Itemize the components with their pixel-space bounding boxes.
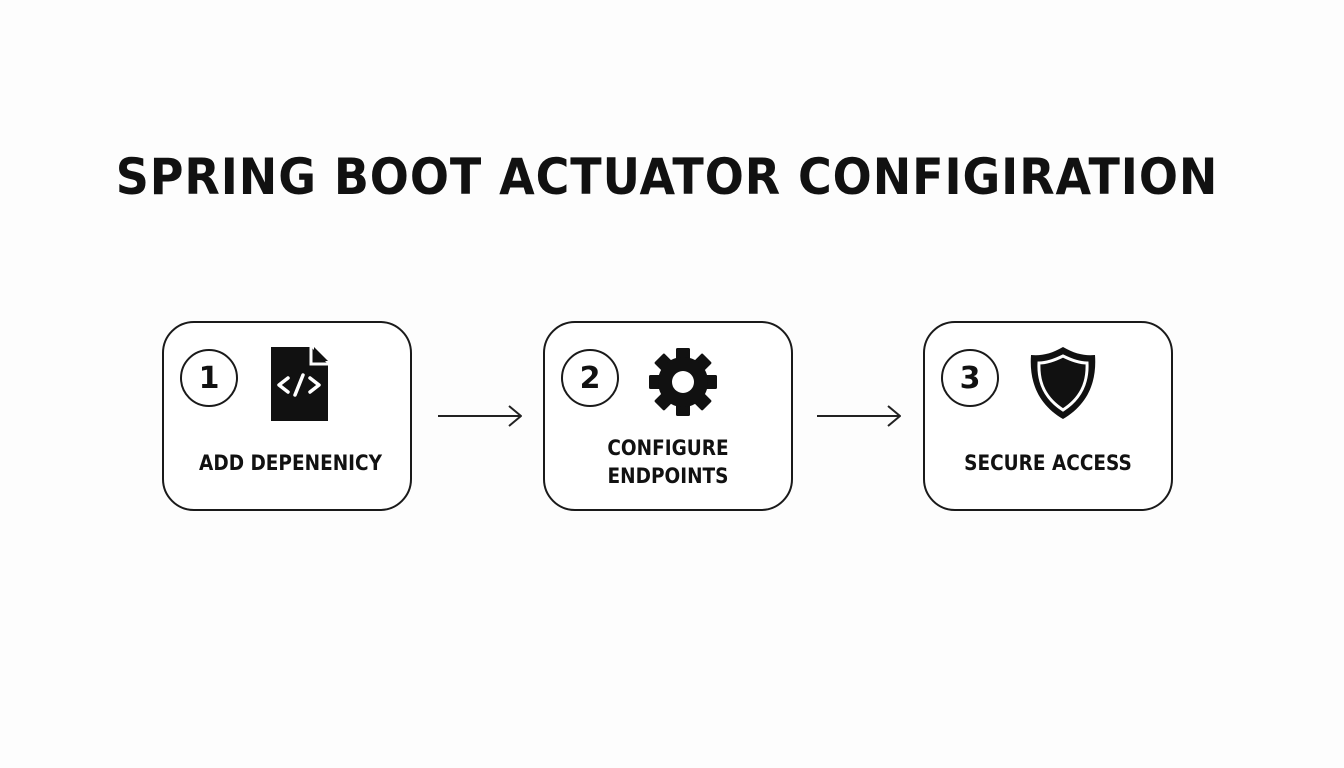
step-number-badge: 1 — [180, 349, 238, 407]
step-label: ADD DEPENENICY — [179, 449, 395, 477]
gear-icon — [643, 342, 723, 422]
step-label-line: ENDPOINTS — [607, 464, 729, 488]
diagram-title: SPRING BOOT ACTUATOR CONFIGIRATION — [115, 148, 1219, 206]
step-card-configure-endpoints: 2 CONFIGURE ENDPOINTS — [543, 321, 793, 511]
shield-icon — [1023, 343, 1103, 423]
step-card-secure-access: 3 SECURE ACCESS — [923, 321, 1173, 511]
step-number-badge: 3 — [941, 349, 999, 407]
step-label-line: ADD DEPENENICY — [199, 451, 382, 475]
step-card-add-dependency: 1 ADD DEPENENICY — [162, 321, 412, 511]
flow-arrow — [817, 405, 901, 427]
step-label: SECURE ACCESS — [940, 449, 1156, 477]
step-number-badge: 2 — [561, 349, 619, 407]
step-label-line: CONFIGURE — [607, 436, 729, 460]
code-file-icon — [264, 345, 344, 425]
step-label: CONFIGURE ENDPOINTS — [560, 434, 776, 490]
flow-arrow — [438, 405, 522, 427]
step-label-line: SECURE ACCESS — [964, 451, 1132, 475]
